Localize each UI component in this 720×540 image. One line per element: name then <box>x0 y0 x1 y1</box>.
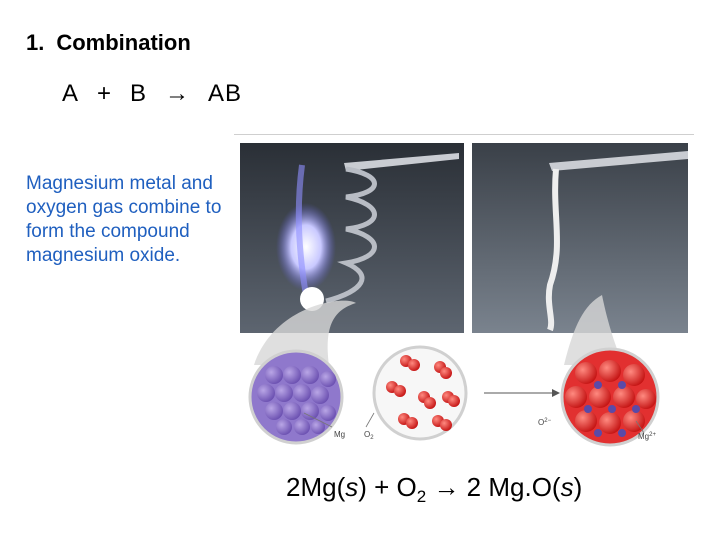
tongs-right <box>549 151 688 171</box>
eq-part2: ) + O <box>358 472 417 502</box>
plus-sign: + <box>97 80 113 107</box>
eq-state2: s <box>560 472 574 502</box>
general-reaction: A + B → AB <box>62 80 260 108</box>
mgo-lattice <box>565 360 656 437</box>
label-mg-ion: Mg2+ <box>638 432 656 441</box>
eq-state1: s <box>345 472 359 502</box>
heading-text: Combination <box>56 30 191 55</box>
reactant-b: B <box>130 80 148 107</box>
process-arrowhead <box>552 389 560 397</box>
mg-label-line <box>303 412 333 428</box>
label-o2: O2 <box>364 430 374 441</box>
magnesium-ribbon <box>325 166 377 304</box>
label-o-ion: O2− <box>538 418 552 427</box>
tongs-left <box>344 153 459 171</box>
reactant-a: A <box>62 80 80 107</box>
callout-right <box>564 295 624 365</box>
heading-number: 1. <box>26 30 45 55</box>
chemical-equation: 2Mg(s) + O2 → 2 Mg.O(s) <box>286 472 582 507</box>
mg-ion-label-line <box>635 420 645 434</box>
flame-streak <box>295 164 309 296</box>
label-mg: Mg <box>334 430 345 439</box>
description-text: Magnesium metal and oxygen gas combine t… <box>26 173 222 266</box>
o2-label-line <box>365 412 375 428</box>
figure-svg: Mg O2 O2− Mg2+ <box>240 143 688 447</box>
flame-glow <box>276 203 336 291</box>
eq-part1: 2Mg( <box>286 472 346 502</box>
reaction-arrow: → <box>165 80 191 107</box>
eq-subscript: 2 <box>416 487 427 506</box>
eq-part3: → 2 Mg.O( <box>426 472 561 502</box>
photo-right-panel <box>472 143 688 333</box>
mg-atoms-grid <box>257 366 336 435</box>
callout-left <box>254 300 356 365</box>
o2-molecules <box>386 355 460 431</box>
eq-part4: ) <box>573 472 583 502</box>
product-ab: AB <box>208 80 243 107</box>
slide-title: 1. Combination <box>26 30 191 56</box>
reaction-figure: Mg O2 O2− Mg2+ <box>234 134 694 455</box>
magnesium-oxide-ash <box>545 168 560 332</box>
